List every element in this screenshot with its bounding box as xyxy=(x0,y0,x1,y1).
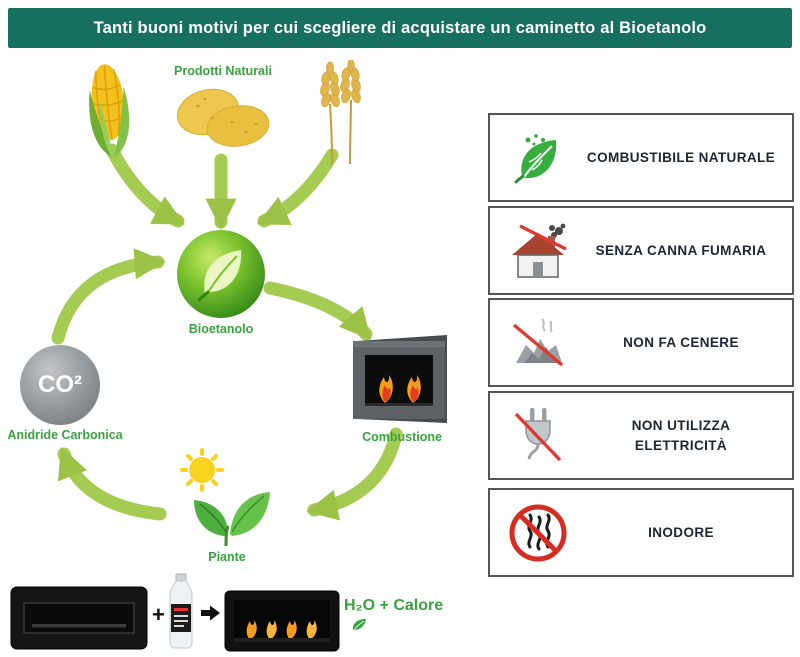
fireplace-icon xyxy=(347,333,453,427)
wheat-icon xyxy=(316,59,364,166)
bioethanol-label: Bioetanolo xyxy=(188,322,254,336)
combustion-label: Combustione xyxy=(362,430,442,444)
cycle-arrows xyxy=(51,143,403,521)
title-banner: Tanti buoni motivi per cui scegliere di … xyxy=(8,8,792,48)
feature-card-inodore: INODORE xyxy=(488,488,794,577)
products-label: Prodotti Naturali xyxy=(174,64,272,78)
no-odor-icon xyxy=(490,503,586,563)
feature-card-senza-canna-fumaria: SENZA CANNA FUMARIA xyxy=(488,206,794,295)
no-electricity-plug-icon xyxy=(490,406,586,466)
co2-symbol: CO² xyxy=(38,371,82,398)
empty-burner-icon xyxy=(10,586,148,650)
black-arrow-icon xyxy=(201,603,221,623)
plants-label: Piante xyxy=(208,550,246,564)
plant-sun-icon xyxy=(166,448,284,548)
co2-circle-icon: CO² xyxy=(20,345,100,425)
ethanol-bottle-icon xyxy=(163,572,199,650)
small-leaf-icon xyxy=(350,617,368,633)
burning-fireplace-icon xyxy=(224,590,340,652)
feature-label-non-utilizza-elettricita: NON UTILIZZA ELETTRICITÀ xyxy=(631,417,731,453)
feature-label-non-fa-cenere: NON FA CENERE xyxy=(623,334,739,350)
no-ash-icon xyxy=(490,315,586,371)
h2o-calore-label: H₂O + Calore xyxy=(344,597,444,614)
feature-card-non-fa-cenere: NON FA CENERE xyxy=(488,298,794,387)
feature-label-combustibile-naturale: COMBUSTIBILE NATURALE xyxy=(586,149,776,165)
bioethanol-leaf-circle-icon xyxy=(175,228,267,320)
feature-card-combustibile-naturale: COMBUSTIBILE NATURALE xyxy=(488,113,794,202)
feature-label-senza-canna-fumaria: SENZA CANNA FUMARIA xyxy=(595,242,767,258)
co2-label: Anidride Carbonica xyxy=(7,428,123,442)
corn-icon xyxy=(73,57,145,165)
feature-label-inodore: INODORE xyxy=(648,524,714,540)
plus-sign: + xyxy=(152,602,165,627)
potatoes-icon xyxy=(172,84,272,150)
natural-fuel-leaf-icon xyxy=(490,130,586,186)
feature-card-non-utilizza-elettricita: NON UTILIZZA ELETTRICITÀ xyxy=(488,391,794,480)
no-chimney-house-icon xyxy=(490,222,586,280)
